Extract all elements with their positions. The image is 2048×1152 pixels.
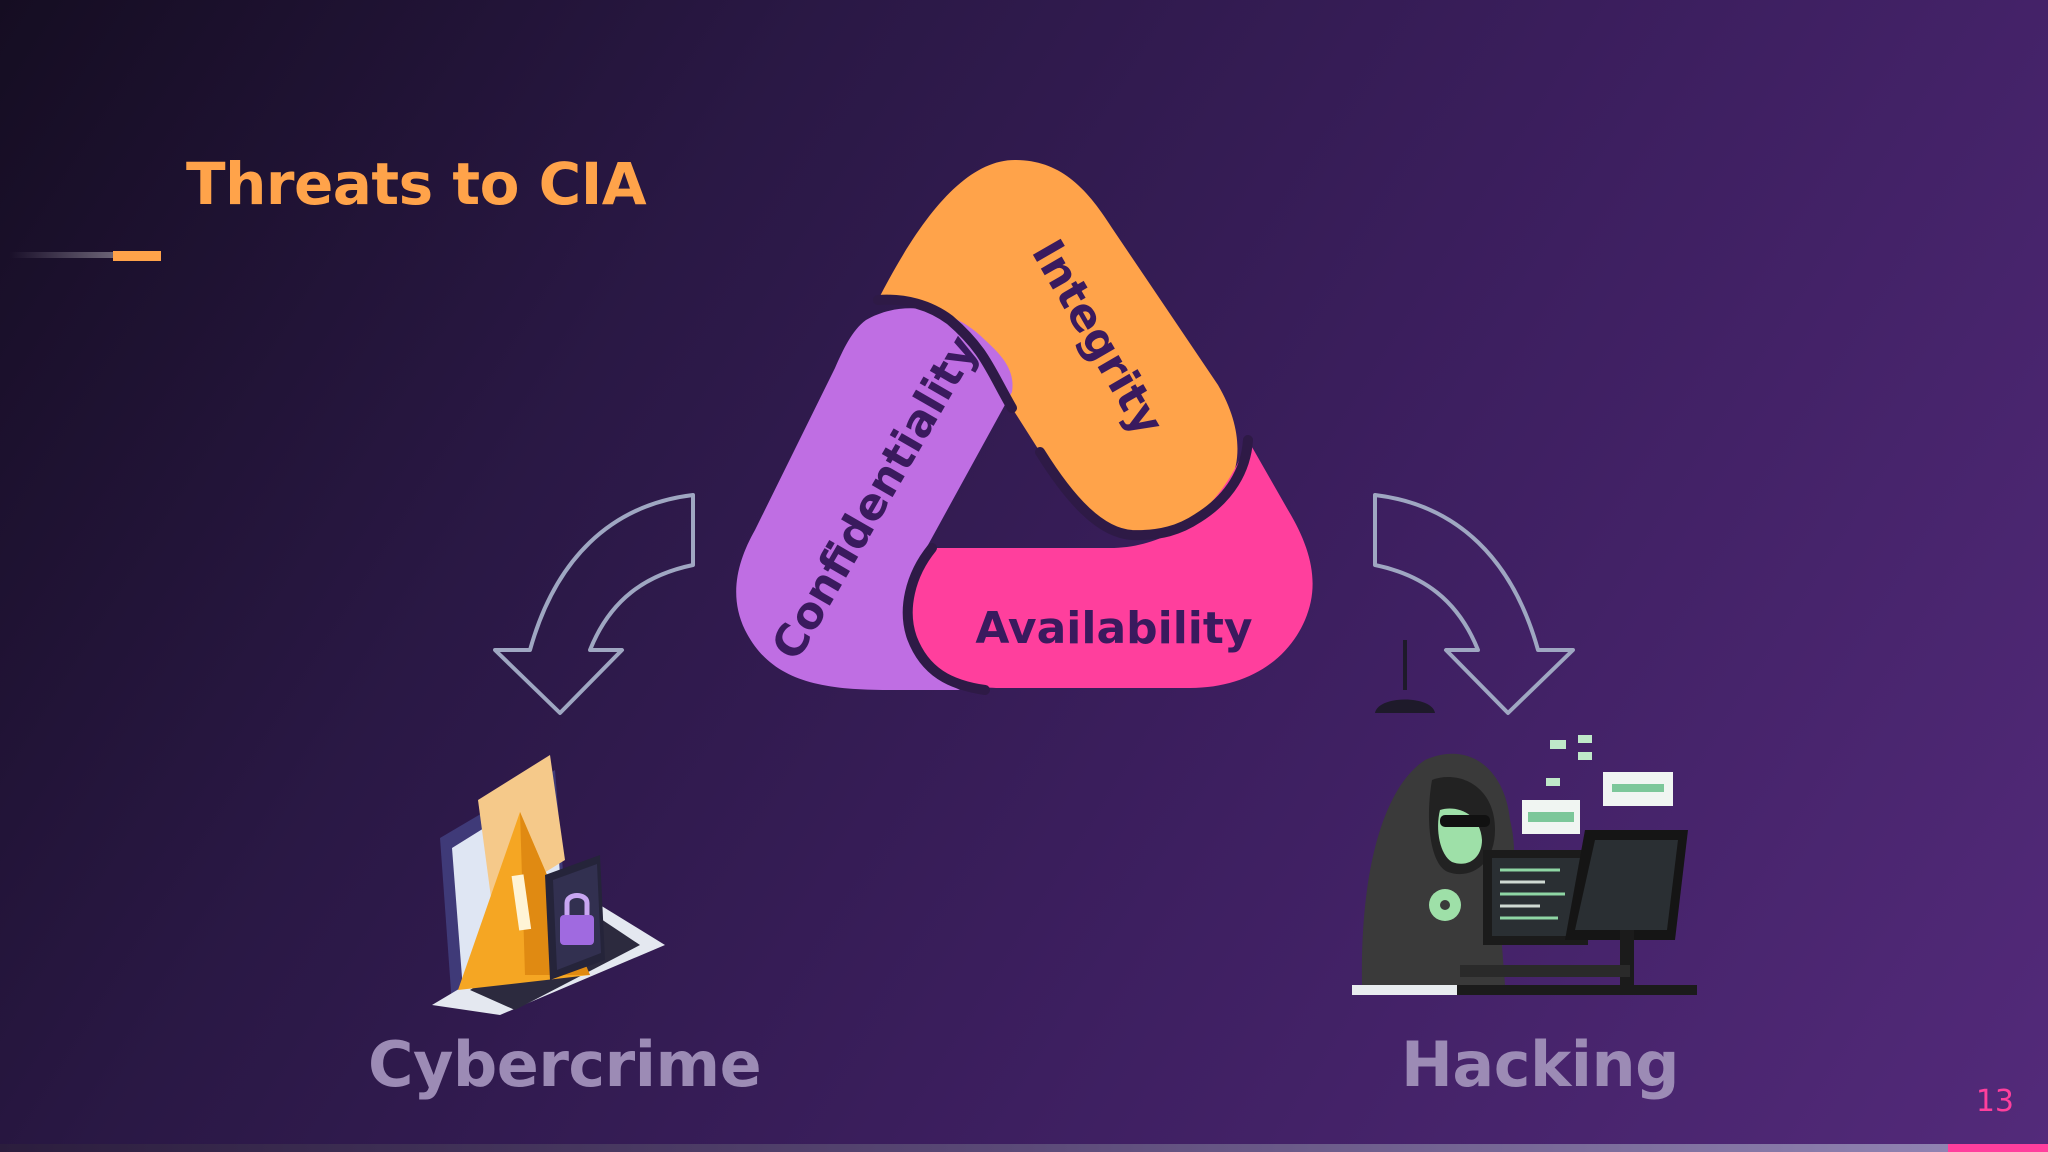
availability-label: Availability	[975, 603, 1252, 654]
segment-gap-line	[873, 294, 1017, 413]
cybercrime-laptop-warning-icon	[432, 755, 665, 1015]
segment-gap-line	[1035, 435, 1253, 541]
curved-arrow-left-icon	[493, 493, 695, 715]
cybercrime-caption: Cybercrime	[368, 1028, 762, 1101]
segment-gap-line	[902, 543, 990, 695]
bottom-progress-bar	[0, 1144, 2048, 1152]
title-underline-accent	[113, 251, 161, 261]
hacking-caption: Hacking	[1401, 1028, 1679, 1101]
bottom-bar-accent	[1948, 1144, 2048, 1152]
availability-segment	[907, 440, 1313, 688]
page-number: 13	[1975, 1084, 2014, 1119]
integrity-segment	[878, 160, 1238, 536]
hooded-hacker-computer-icon	[1352, 640, 1697, 995]
confidentiality-segment	[736, 308, 1013, 690]
curved-arrow-right-icon	[1373, 493, 1575, 715]
title-underline-fade	[10, 252, 116, 258]
slide-title: Threats to CIA	[186, 150, 647, 218]
